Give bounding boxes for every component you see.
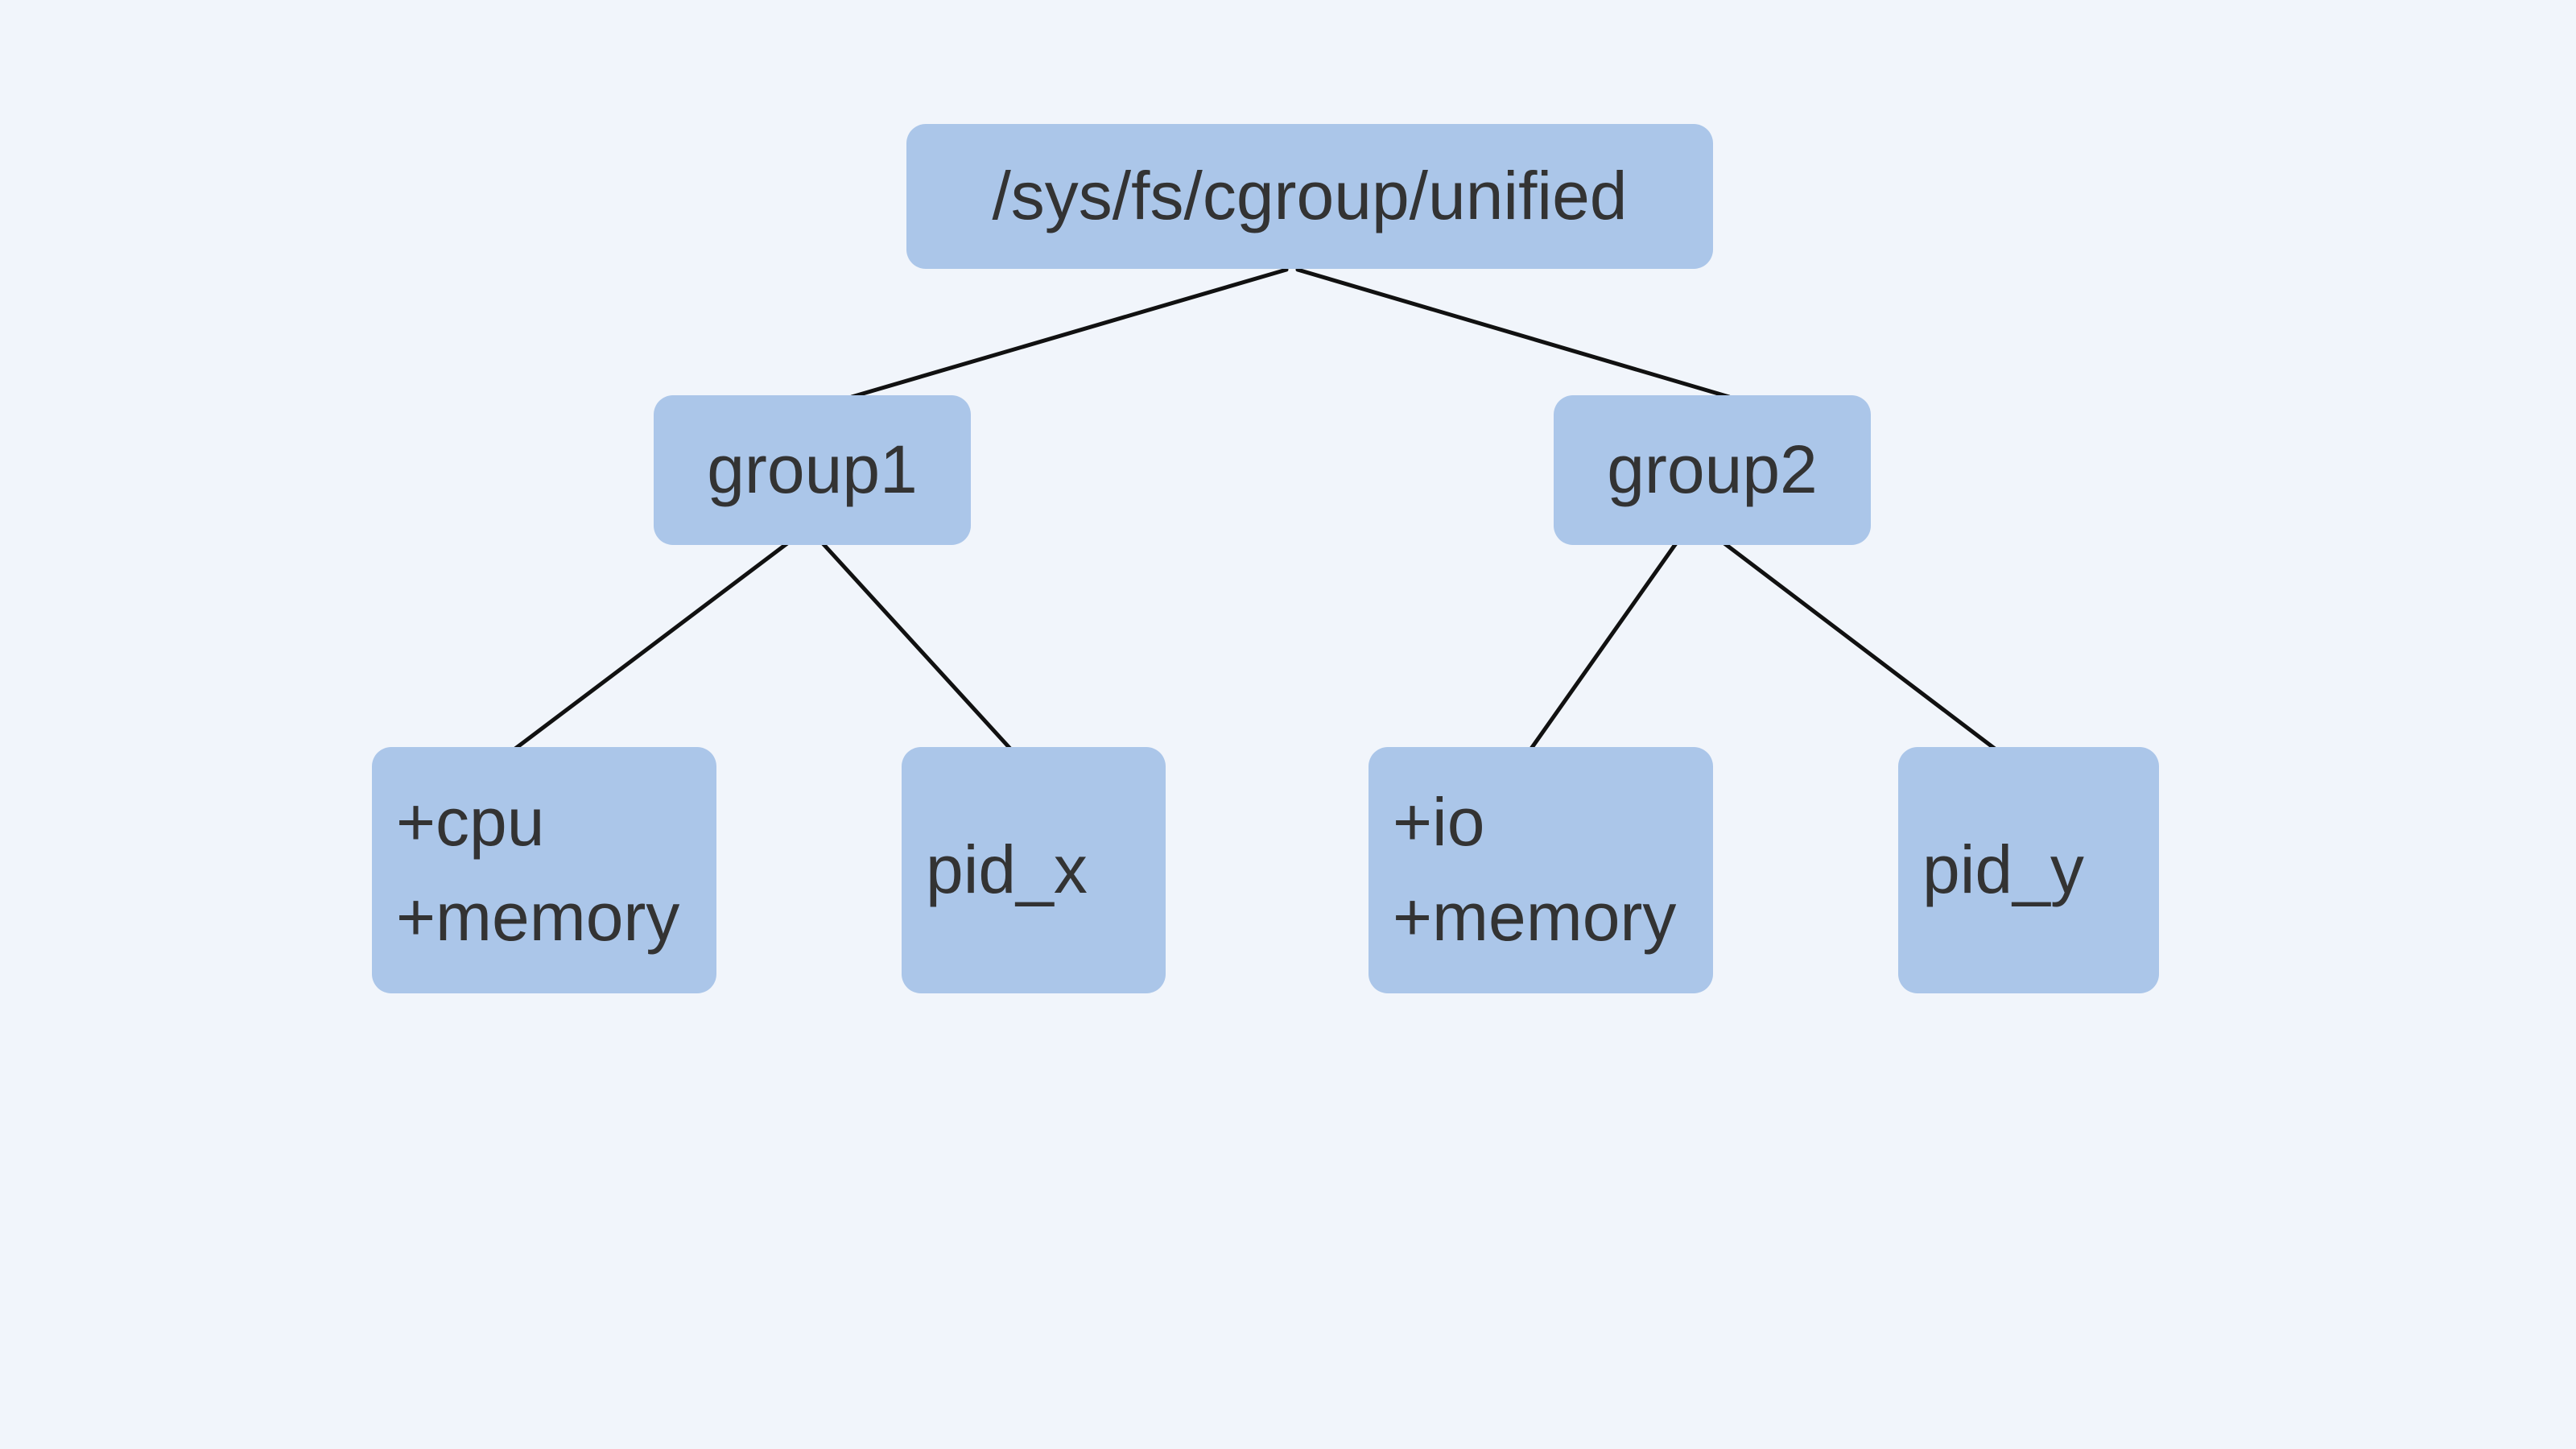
controller-io-label: +io [1393,784,1485,861]
controller-memory2-label: +memory [1393,879,1677,955]
node-group1-controllers: +cpu +memory [372,747,716,993]
node-pid-x: pid_x [902,747,1166,993]
node-pid-x-label: pid_x [926,832,1088,908]
edge-group1-to-controllers [513,541,790,751]
node-group1-controllers-label: +cpu +memory [396,775,679,964]
controller-memory-label: +memory [396,879,680,955]
node-pid-y-label: pid_y [1922,832,2084,908]
node-group2: group2 [1554,395,1871,545]
node-root-label: /sys/fs/cgroup/unified [992,158,1628,234]
edge-root-to-group1 [849,267,1289,399]
node-group2-label: group2 [1607,431,1818,508]
edge-group2-to-controllers [1529,541,1678,751]
controller-cpu-label: +cpu [396,784,545,861]
node-pid-y: pid_y [1898,747,2159,993]
node-group2-controllers-label: +io +memory [1393,775,1676,964]
node-group2-controllers: +io +memory [1368,747,1713,993]
node-group1: group1 [654,395,971,545]
edge-group2-to-pid-y [1722,541,1997,751]
node-group1-label: group1 [707,431,918,508]
node-root: /sys/fs/cgroup/unified [906,124,1713,269]
edge-group1-to-pid-x [820,541,1013,751]
edge-root-to-group2 [1295,267,1732,399]
